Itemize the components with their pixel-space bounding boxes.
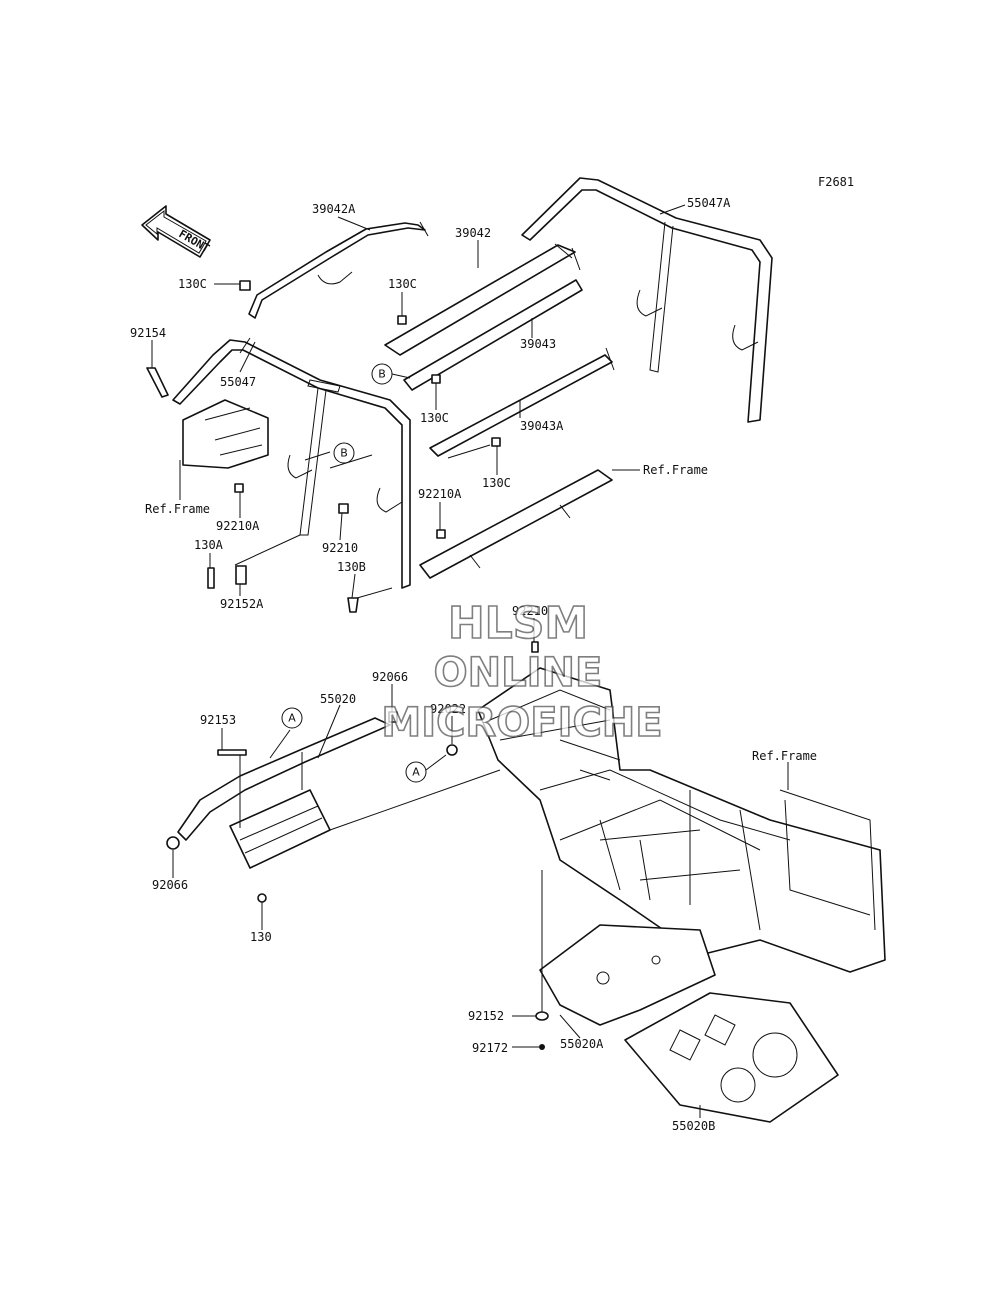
part-label-39043: 39043 — [520, 337, 556, 351]
ref-frame-label: Ref.Frame — [752, 749, 817, 763]
part-label-130C: 130C — [420, 411, 449, 425]
part-label-55047: 55047 — [220, 375, 256, 389]
part-label-39042: 39042 — [455, 226, 491, 240]
ref-frame-label: Ref.Frame — [145, 502, 210, 516]
callout-a-2: A — [405, 761, 427, 783]
front-guard-55020 — [166, 717, 501, 869]
part-label-55020A: 55020A — [560, 1037, 604, 1051]
part-label-92153: 92153 — [200, 713, 236, 727]
part-label-92152A: 92152A — [220, 597, 264, 611]
part-label-130C: 130C — [482, 476, 511, 490]
watermark-line-2: ONLINE — [434, 650, 603, 696]
part-label-130B: 130B — [337, 560, 366, 574]
svg-text:B: B — [340, 447, 348, 460]
part-label-55020B: 55020B — [672, 1119, 715, 1133]
part-label-92210A: 92210A — [216, 519, 260, 533]
svg-text:A: A — [288, 712, 296, 725]
part-label-39042A: 39042A — [312, 202, 356, 216]
part-label-55020: 55020 — [320, 692, 356, 706]
part-label-130A: 130A — [194, 538, 224, 552]
part-label-55047A: 55047A — [687, 196, 731, 210]
watermark: HLSM ONLINE MICROFICHE — [381, 597, 664, 747]
part-label-130: 130 — [250, 930, 272, 944]
watermark-line-3: MICROFICHE — [381, 700, 662, 746]
front-arrow-icon: FRONT — [141, 205, 212, 258]
fasteners-lower — [217, 641, 549, 1050]
part-labels: 39042A 55047A 130C 130C 39042 92154 5504… — [130, 196, 817, 1133]
leader-lines-upper — [151, 204, 686, 599]
part-label-92022: 92022 — [430, 702, 466, 716]
part-label-39043A: 39043A — [520, 419, 564, 433]
skid-plate-55020B — [624, 992, 839, 1123]
roll-cage-upper — [172, 177, 773, 601]
ref-frame-label: Ref.Frame — [643, 463, 708, 477]
figure-code: F2681 — [818, 175, 854, 189]
part-label-92210: 92210 — [322, 541, 358, 555]
part-label-130C: 130C — [388, 277, 417, 291]
part-label-92154: 92154 — [130, 326, 166, 340]
part-label-92210: 92210 — [512, 604, 548, 618]
part-label-92066: 92066 — [152, 878, 188, 892]
callout-b-1: B — [333, 442, 355, 464]
watermark-line-1: HLSM — [448, 598, 588, 649]
callout-a-1: A — [281, 707, 303, 729]
part-label-92152: 92152 — [468, 1009, 504, 1023]
svg-text:B: B — [378, 368, 386, 381]
chassis-frame — [477, 667, 886, 973]
part-label-130C: 130C — [178, 277, 207, 291]
part-label-92066: 92066 — [372, 670, 408, 684]
part-label-92172: 92172 — [472, 1041, 508, 1055]
leader-lines-lower — [172, 373, 789, 1118]
skid-plate-55020A — [539, 924, 716, 1026]
part-label-92210A: 92210A — [418, 487, 462, 501]
callout-b-2: B — [371, 363, 393, 385]
svg-text:A: A — [412, 766, 420, 779]
fasteners-upper — [146, 280, 501, 613]
